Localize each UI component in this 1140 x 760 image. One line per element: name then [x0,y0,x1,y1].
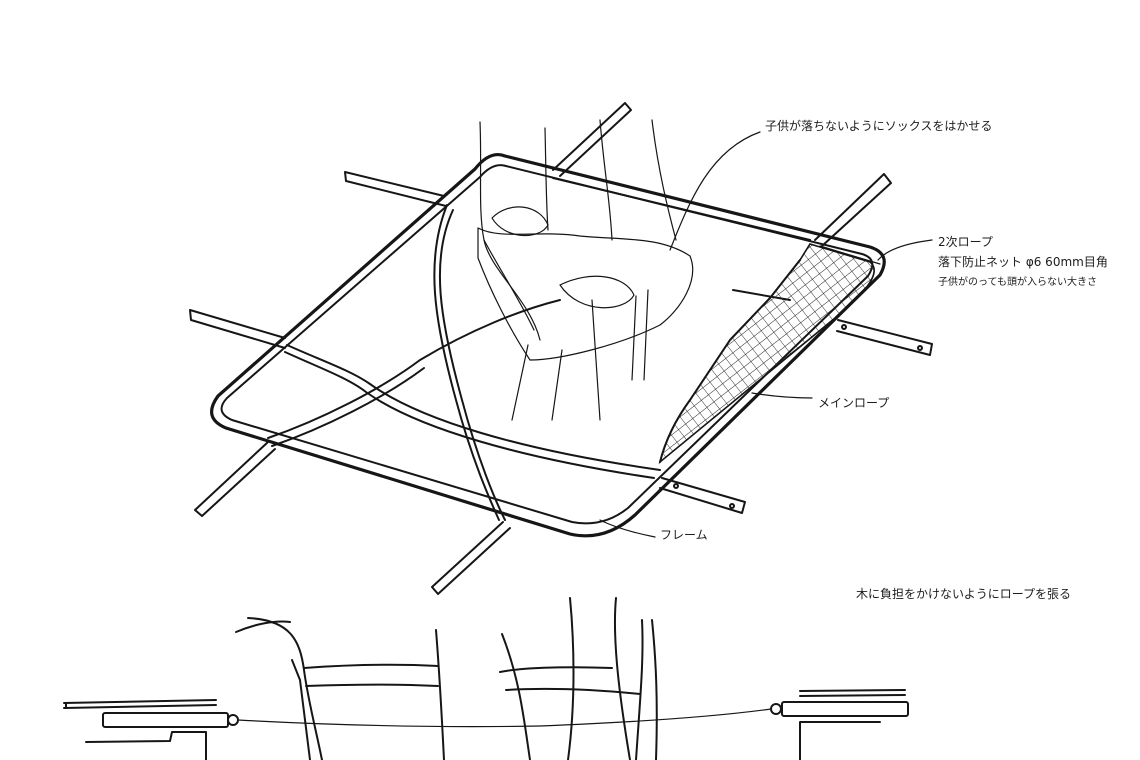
main-ropes [267,177,811,521]
label-secondary-rope: 2次ロープ [938,235,993,249]
bottom-view [63,597,909,760]
leader-lines [599,131,933,538]
fall-net [658,243,881,465]
right-tree-support [770,689,909,760]
top-view [189,102,933,595]
child-legs [477,119,694,421]
left-tree-support [63,699,239,760]
rope-line [237,708,772,728]
label-frame: フレーム [660,528,708,542]
label-fall-net: 落下防止ネット φ6 60mm目角 [938,255,1108,269]
label-socks: 子供が落ちないようにソックスをはかせる [765,119,993,133]
label-tree-note: 木に負担をかけないようにロープを張る [856,587,1072,601]
label-main-rope: メインロープ [818,396,890,410]
label-child-note: 子供がのっても頭が入らない大きさ [938,277,1097,288]
tree-branches [189,102,933,595]
child-on-net [235,597,658,760]
